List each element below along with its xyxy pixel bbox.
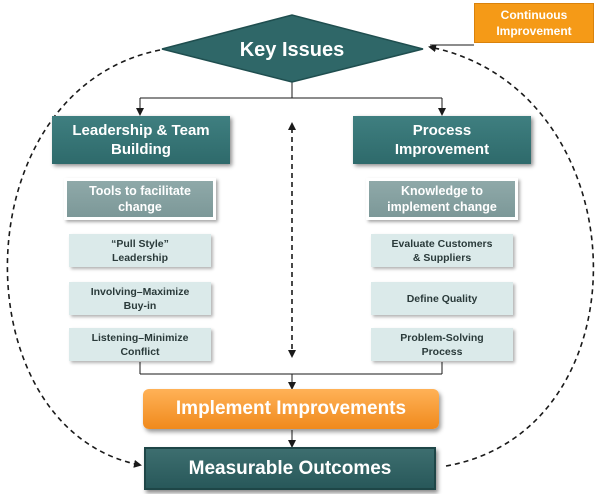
listening-minimize-conflict-box: Listening–Minimize Conflict (69, 328, 211, 361)
continuous-improvement-box: Continuous Improvement (474, 3, 594, 43)
right-loop-arrow (428, 44, 595, 467)
left-loop-arrow (6, 49, 161, 468)
problem-solving-process-box: Problem-Solving Process (371, 328, 513, 361)
process-improvement-box: Process Improvement (353, 116, 531, 164)
leadership-team-building-box: Leadership & Team Building (52, 116, 230, 164)
pull-style-leadership-box: “Pull Style” Leadership (69, 234, 211, 267)
implement-improvements-box: Implement Improvements (143, 389, 439, 429)
define-quality-box: Define Quality (371, 282, 513, 315)
measurable-outcomes-box: Measurable Outcomes (144, 447, 436, 490)
knowledge-to-implement-change-box: Knowledge to implement change (366, 178, 518, 220)
involving-maximize-buyin-box: Involving–Maximize Buy-in (69, 282, 211, 315)
key-issues-diamond (161, 14, 424, 83)
tools-to-facilitate-change-box: Tools to facilitate change (64, 178, 216, 220)
key-issues-label: Key Issues (239, 38, 345, 61)
evaluate-customers-suppliers-box: Evaluate Customers & Suppliers (371, 234, 513, 267)
